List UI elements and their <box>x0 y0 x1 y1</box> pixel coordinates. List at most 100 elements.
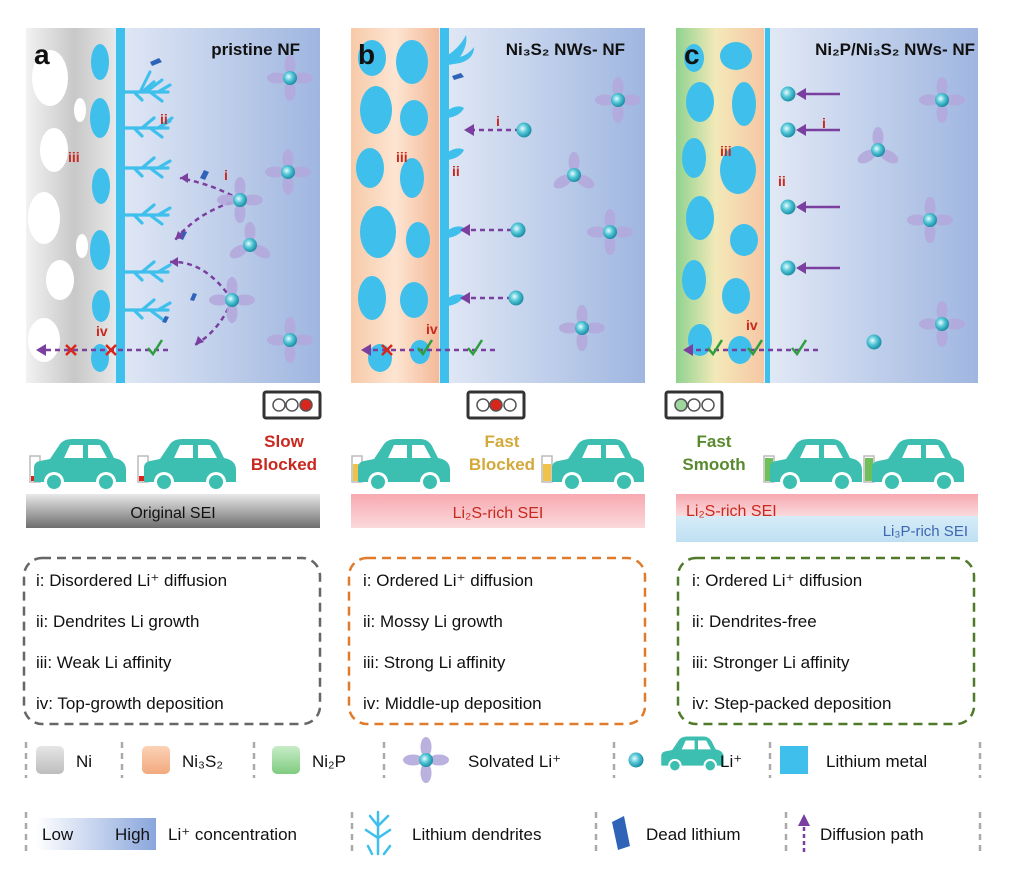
panel-b-title: Ni₃S₂ NWs- NF <box>506 40 625 59</box>
traffic-light-b <box>466 390 526 420</box>
cars-a <box>29 439 236 492</box>
note-c-1: i: Ordered Li⁺ diffusion <box>692 571 862 590</box>
note-c-2: ii: Dendrites-free <box>692 612 817 631</box>
panel-a-numeral-iv: iv <box>96 323 108 339</box>
sei-bar-a <box>26 494 320 528</box>
panel-b-mossy-lithium <box>448 35 474 306</box>
panel-a-lithium-deposits <box>90 44 110 372</box>
panel-b-numeral-i: i <box>496 113 500 129</box>
legend-ni3s2-swatch <box>142 746 170 774</box>
legend-ni-swatch <box>36 746 64 774</box>
panel-b-dead-lithium <box>452 73 464 80</box>
panel-a-title: pristine NF <box>211 40 300 59</box>
panel-b-arrowheads <box>361 124 474 356</box>
panel-b-lithium-metal-layer <box>440 28 449 383</box>
panel-a-lithium-dendrites <box>122 70 174 321</box>
car-icon <box>872 439 964 492</box>
panel-a-lithium-metal-layer <box>116 28 125 383</box>
panel-b-numeral-iv: iv <box>426 321 438 337</box>
panel-a-numeral-i: i <box>224 167 228 183</box>
solvated-li-icon <box>403 737 449 783</box>
legend-diffusion-label: Diffusion path <box>820 825 924 844</box>
panel-a-numeral-ii: ii <box>160 111 168 127</box>
panel-c-numeral-ii: ii <box>778 173 786 189</box>
sei-label-b: Li₂S-rich SEI <box>453 505 544 522</box>
panel-c-roman-numerals: i ii iii iv <box>720 115 826 333</box>
legend-ni2p-swatch <box>272 746 300 774</box>
car-icon <box>34 439 126 492</box>
panel-a-roman-numerals: i ii iii iv <box>68 111 228 339</box>
panel-c-arrowheads <box>683 88 806 356</box>
dead-lithium-icon <box>612 816 630 850</box>
sei-bar-b <box>351 494 645 528</box>
legend-row-2: Low High Li⁺ concentration Lithium dendr… <box>24 810 982 856</box>
legend-concentration-gradient <box>36 818 156 850</box>
notes-box-b: i: Ordered Li⁺ diffusion ii: Mossy Li gr… <box>347 556 647 726</box>
legend-dendrites-label: Lithium dendrites <box>412 825 541 844</box>
sei-label-c-bottom: Li₃P-rich SEI <box>883 523 968 540</box>
panel-c-numeral-iii: iii <box>720 143 732 159</box>
panel-a-ni-pores <box>28 50 88 362</box>
traffic-light-c <box>664 390 724 420</box>
legend-gradient-low: Low <box>42 825 74 844</box>
car-icon <box>552 439 644 492</box>
note-a-3: iii: Weak Li affinity <box>36 653 172 672</box>
car-icon <box>661 736 724 773</box>
panel-b-numeral-iii: iii <box>396 149 408 165</box>
panel-c-lithium-deposits <box>682 42 758 364</box>
panel-c-lithium-metal-layer <box>765 28 770 383</box>
notes-box-c: i: Ordered Li⁺ diffusion ii: Dendrites-f… <box>676 556 976 726</box>
note-a-2: ii: Dendrites Li growth <box>36 612 199 631</box>
panel-c: c Ni₂P/Ni₃S₂ NWs- NF i ii iii iv <box>676 28 978 383</box>
panel-b-check-marks <box>417 339 484 357</box>
panel-c-letter: c <box>684 39 700 70</box>
traffic-light-a <box>262 390 322 420</box>
panel-a: a pristine NF i ii iii iv <box>26 28 320 383</box>
panel-b: b Ni₃S₂ NWs- NF i ii iii iv <box>351 28 645 383</box>
li-ion-icon <box>628 752 644 768</box>
panel-c-title: Ni₂P/Ni₃S₂ NWs- NF <box>815 40 975 59</box>
note-b-3: iii: Strong Li affinity <box>363 653 506 672</box>
panel-a-numeral-iii: iii <box>68 149 80 165</box>
note-c-4: iv: Step-packed deposition <box>692 694 891 713</box>
status-c-line2: Smooth <box>682 455 745 474</box>
panel-c-check-marks <box>707 339 808 357</box>
panel-a-cross-marks <box>65 344 117 356</box>
dendrite-icon <box>364 810 392 856</box>
panel-b-ni3s2-substrate <box>351 28 439 383</box>
cars-c <box>763 439 964 492</box>
car-icon <box>358 439 450 492</box>
legend-concentration-label: Li⁺ concentration <box>168 825 297 844</box>
note-a-4: iv: Top-growth deposition <box>36 694 224 713</box>
legend-dead-lithium-label: Dead lithium <box>646 825 741 844</box>
note-b-2: ii: Mossy Li growth <box>363 612 503 631</box>
legend-solvated-label: Solvated Li⁺ <box>468 752 561 771</box>
legend-ni-label: Ni <box>76 752 92 771</box>
sei-bar-c-bottom <box>676 516 978 542</box>
panel-b-letter: b <box>358 39 375 70</box>
panel-c-numeral-i: i <box>822 115 826 131</box>
legend-li-ion-label: Li⁺ <box>720 752 742 771</box>
car-icon <box>770 439 862 492</box>
panel-b-numeral-ii: ii <box>452 163 460 179</box>
notes-box-a: i: Disordered Li⁺ diffusion ii: Dendrite… <box>22 556 322 726</box>
car-icon <box>144 439 236 492</box>
status-b-line1: Fast <box>485 432 520 451</box>
panel-c-numeral-iv: iv <box>746 317 758 333</box>
note-c-3: iii: Stronger Li affinity <box>692 653 850 672</box>
panel-c-diffusion-arrows <box>800 92 840 270</box>
legend-row-1: Ni Ni₃S₂ Ni₂P Solvated Li⁺ Li⁺ Lithium m… <box>24 736 982 783</box>
status-b-line2: Blocked <box>469 455 535 474</box>
legend-ni2p-label: Ni₂P <box>312 752 346 771</box>
note-a-1: i: Disordered Li⁺ diffusion <box>36 571 227 590</box>
legend-ni3s2-label: Ni₃S₂ <box>182 752 223 771</box>
status-c-line1: Fast <box>697 432 732 451</box>
cars-b <box>351 439 644 492</box>
legend-gradient-high: High <box>115 825 150 844</box>
panel-b-roman-numerals: i ii iii iv <box>396 113 500 337</box>
status-a-line1: Slow <box>264 432 304 451</box>
note-b-1: i: Ordered Li⁺ diffusion <box>363 571 533 590</box>
sei-bar-c-top <box>676 494 978 516</box>
panel-b-cross-mark <box>381 344 393 356</box>
